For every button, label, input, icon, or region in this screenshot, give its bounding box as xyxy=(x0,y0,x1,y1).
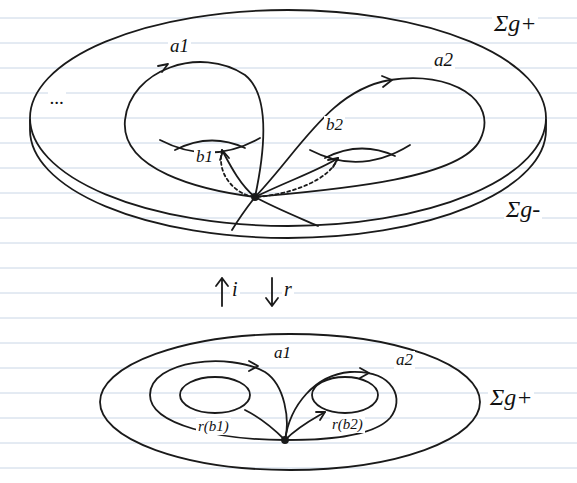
curve xyxy=(232,197,255,230)
hole xyxy=(325,148,395,158)
arrowhead xyxy=(158,64,168,72)
curve-label: r(b2) xyxy=(330,416,365,433)
arrowhead xyxy=(382,76,392,87)
base-point xyxy=(252,194,258,200)
arrowhead xyxy=(249,361,258,371)
curve-label: r(b1) xyxy=(196,418,231,435)
surface-name: Σg+ xyxy=(492,10,538,36)
map-name: i xyxy=(230,278,240,300)
curve-a1 xyxy=(125,62,263,197)
ellipsis: ... xyxy=(48,88,66,109)
base-point xyxy=(282,437,288,443)
arrowhead xyxy=(220,151,229,160)
curve-b1 xyxy=(222,150,255,197)
arrowhead xyxy=(360,368,369,378)
surface-thickness xyxy=(30,120,546,238)
surface-name: Σg- xyxy=(504,196,542,222)
map-arrow-down xyxy=(266,278,278,306)
arrowhead xyxy=(328,158,338,167)
curve-label: a1 xyxy=(272,344,293,363)
hole xyxy=(180,377,250,413)
map-arrow-up xyxy=(216,278,228,306)
curve-label: b1 xyxy=(194,148,215,167)
curve-rb2 xyxy=(285,412,325,440)
curve-a1 xyxy=(150,361,287,440)
curve-rb1 xyxy=(245,410,285,440)
hole xyxy=(312,377,378,413)
curve-a2 xyxy=(285,372,397,440)
surface-name: Σg+ xyxy=(488,384,534,410)
curve-label: a1 xyxy=(168,36,191,57)
curve-a2 xyxy=(255,78,484,197)
curve-label: b2 xyxy=(324,116,345,135)
ruled-lines xyxy=(0,18,577,468)
curve-b2 xyxy=(255,158,338,197)
curve-b2-hidden xyxy=(255,158,338,197)
curve-label: a2 xyxy=(394,351,415,370)
hole xyxy=(310,145,410,162)
curve-label: a2 xyxy=(432,50,455,71)
surface-outline xyxy=(100,334,480,470)
arrowhead xyxy=(316,412,325,420)
map-name: r xyxy=(282,278,294,300)
curve-b1-hidden xyxy=(221,150,255,197)
surface-outline xyxy=(30,10,546,226)
curve xyxy=(255,197,318,226)
